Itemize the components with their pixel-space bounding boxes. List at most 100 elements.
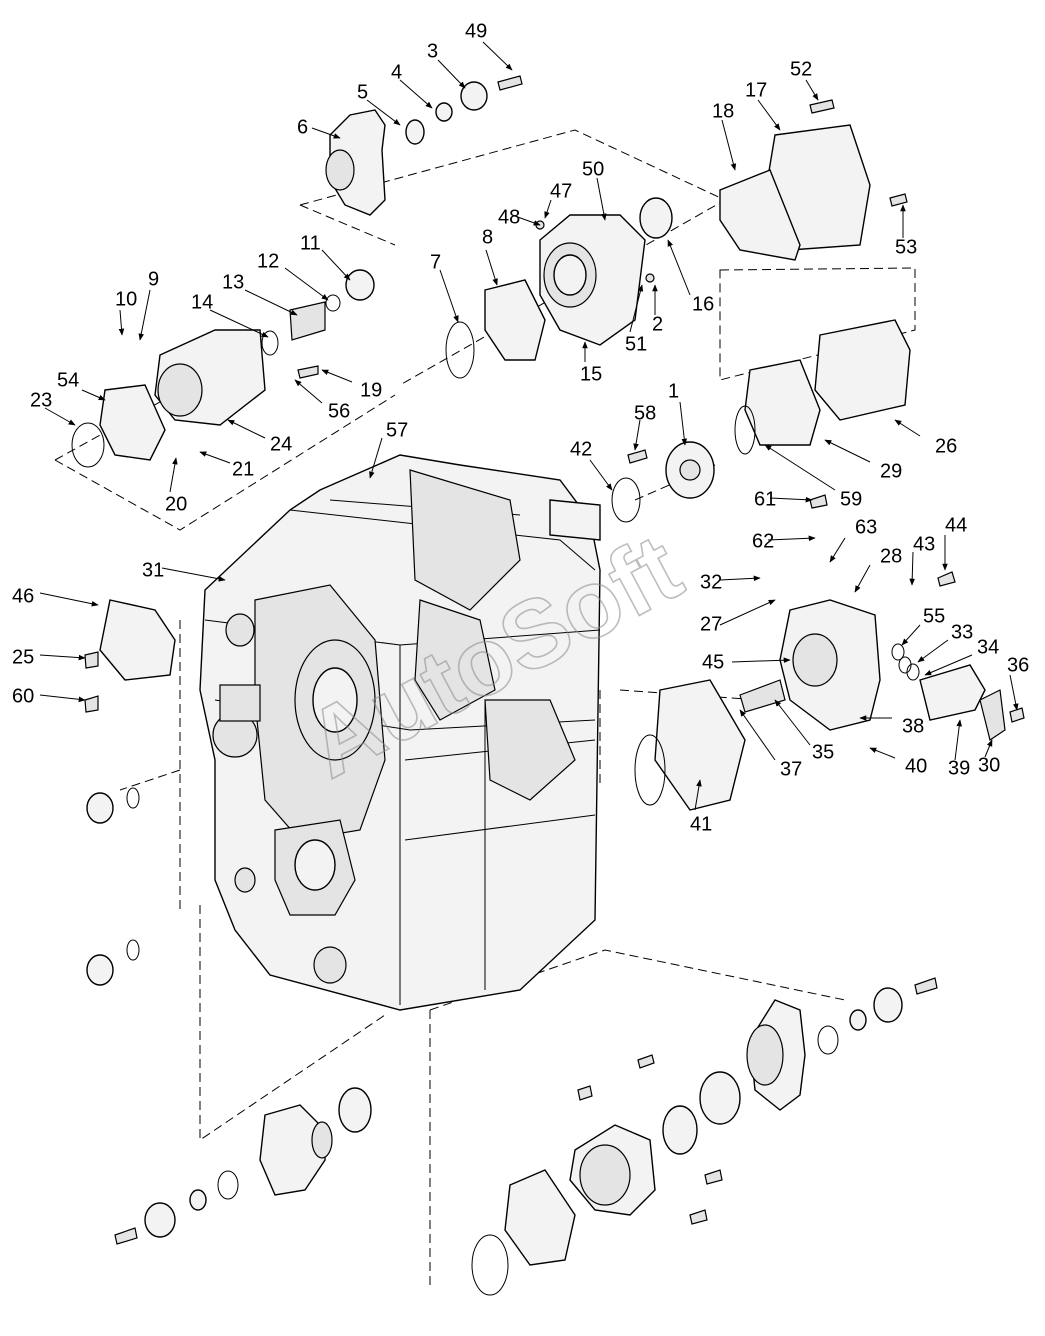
callout-23: 23 bbox=[30, 389, 52, 411]
leader-line-4 bbox=[399, 79, 433, 109]
callout-1: 1 bbox=[668, 380, 679, 402]
upper-pto-group bbox=[445, 197, 673, 379]
leader-line-23 bbox=[44, 407, 76, 426]
top-yoke-group bbox=[325, 75, 523, 216]
leader-line-34 bbox=[924, 654, 973, 676]
leader-line-50 bbox=[596, 177, 607, 221]
leader-line-39 bbox=[954, 719, 962, 761]
callout-61: 61 bbox=[754, 488, 776, 510]
callout-21: 21 bbox=[232, 458, 254, 480]
leader-line-41 bbox=[694, 779, 702, 811]
callout-56: 56 bbox=[328, 400, 350, 422]
leader-line-13 bbox=[244, 289, 298, 316]
callout-34: 34 bbox=[977, 636, 999, 658]
callout-25: 25 bbox=[12, 646, 34, 668]
callout-31: 31 bbox=[142, 559, 164, 581]
leader-line-9 bbox=[138, 289, 151, 341]
leader-line-5 bbox=[366, 99, 401, 126]
leader-line-11 bbox=[321, 249, 351, 281]
leader-line-31 bbox=[161, 567, 226, 582]
control-valve-group bbox=[719, 99, 911, 455]
callout-6: 6 bbox=[297, 116, 308, 138]
callout-47: 47 bbox=[550, 180, 572, 202]
leader-line-61 bbox=[769, 496, 813, 503]
leader-line-48 bbox=[511, 214, 541, 226]
callout-43: 43 bbox=[913, 533, 935, 555]
callout-48: 48 bbox=[498, 206, 520, 228]
callout-29: 29 bbox=[880, 460, 902, 482]
callout-32: 32 bbox=[700, 571, 722, 593]
leader-line-55 bbox=[901, 624, 921, 646]
pump-filter-group bbox=[634, 494, 1025, 811]
callout-13: 13 bbox=[222, 271, 244, 293]
leader-line-30 bbox=[984, 739, 993, 758]
callout-3: 3 bbox=[427, 40, 438, 62]
callout-55: 55 bbox=[923, 605, 945, 627]
leader-line-19 bbox=[321, 369, 353, 383]
callout-40: 40 bbox=[905, 755, 927, 777]
left-covers-group bbox=[84, 599, 176, 986]
callout-20: 20 bbox=[165, 493, 187, 515]
leader-line-21 bbox=[199, 451, 231, 464]
callout-14: 14 bbox=[191, 291, 213, 313]
callout-53: 53 bbox=[895, 236, 917, 258]
callout-30: 30 bbox=[978, 754, 1000, 776]
leader-line-32 bbox=[719, 575, 761, 582]
callout-8: 8 bbox=[482, 226, 493, 248]
leader-line-63 bbox=[829, 537, 846, 563]
leader-line-58 bbox=[633, 419, 641, 451]
callout-4: 4 bbox=[391, 61, 402, 83]
callout-24: 24 bbox=[270, 433, 292, 455]
left-pto-group bbox=[71, 269, 375, 468]
leader-line-20 bbox=[169, 457, 178, 493]
leader-line-7 bbox=[439, 269, 459, 323]
callout-5: 5 bbox=[357, 81, 368, 103]
callout-45: 45 bbox=[702, 651, 724, 673]
leader-line-49 bbox=[482, 41, 513, 71]
callout-49: 49 bbox=[465, 20, 487, 42]
callout-59: 59 bbox=[840, 488, 862, 510]
callout-51: 51 bbox=[625, 333, 647, 355]
callout-layer: 4934565217185047485311121314109781615512… bbox=[12, 20, 1029, 835]
callout-18: 18 bbox=[712, 100, 734, 122]
leader-line-26 bbox=[894, 419, 921, 437]
leader-line-37 bbox=[739, 709, 776, 761]
leader-line-59 bbox=[764, 444, 836, 491]
leader-line-52 bbox=[805, 79, 819, 101]
callout-46: 46 bbox=[12, 585, 34, 607]
leader-line-6 bbox=[311, 127, 341, 139]
leader-line-16 bbox=[667, 239, 691, 296]
callout-33: 33 bbox=[951, 621, 973, 643]
callout-35: 35 bbox=[812, 741, 834, 763]
leader-line-3 bbox=[437, 59, 466, 89]
callout-12: 12 bbox=[257, 250, 279, 272]
callout-28: 28 bbox=[880, 545, 902, 567]
leader-line-28 bbox=[854, 564, 871, 593]
callout-44: 44 bbox=[945, 514, 967, 536]
leader-line-25 bbox=[39, 654, 86, 661]
leader-line-42 bbox=[589, 459, 613, 491]
leader-line-46 bbox=[39, 592, 99, 607]
callout-52: 52 bbox=[790, 58, 812, 80]
leader-line-40 bbox=[869, 747, 896, 759]
rear-cover-group bbox=[611, 441, 715, 523]
callout-57: 57 bbox=[386, 419, 408, 441]
callout-41: 41 bbox=[690, 813, 712, 835]
leader-line-51 bbox=[629, 284, 644, 333]
leader-line-54 bbox=[81, 389, 106, 401]
callout-7: 7 bbox=[430, 251, 441, 273]
callout-42: 42 bbox=[570, 438, 592, 460]
front-output-group bbox=[114, 1087, 372, 1245]
callout-11: 11 bbox=[300, 232, 321, 254]
leader-line-29 bbox=[824, 439, 871, 463]
callout-36: 36 bbox=[1007, 654, 1029, 676]
leader-line-47 bbox=[544, 199, 552, 219]
leader-line-62 bbox=[767, 535, 816, 542]
leader-line-10 bbox=[118, 309, 125, 336]
callout-16: 16 bbox=[692, 293, 714, 315]
transmission-housing bbox=[199, 454, 601, 1011]
callout-15: 15 bbox=[580, 363, 602, 385]
callout-2: 2 bbox=[652, 313, 663, 335]
leader-line-12 bbox=[284, 267, 329, 301]
